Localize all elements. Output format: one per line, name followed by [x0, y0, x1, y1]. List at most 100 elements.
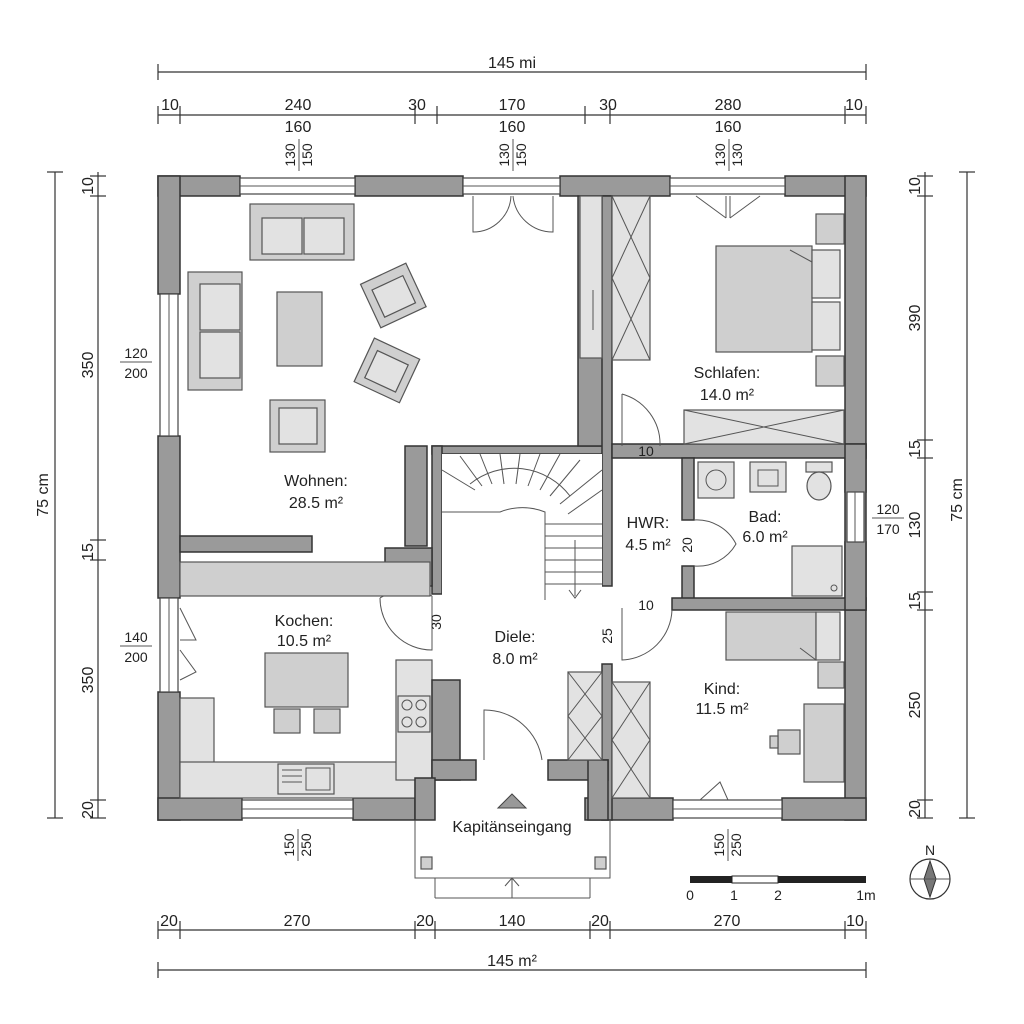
- right-dim-2: 390: [907, 305, 924, 332]
- coffee-table: [276, 291, 323, 367]
- room-kind-name: Kind:: [704, 681, 740, 698]
- right-window-label: 120 170: [872, 501, 904, 537]
- scale-label-3: 1m: [856, 887, 875, 903]
- scale-label-0: 0: [686, 887, 694, 903]
- dresser: [683, 409, 845, 445]
- bed-double: [715, 245, 841, 353]
- svg-text:150: 150: [711, 833, 727, 857]
- dining-table: [264, 652, 349, 708]
- left-dim-4: 350: [80, 667, 97, 694]
- north-arrow-icon: N: [909, 842, 951, 900]
- bathroom-furniture: [697, 461, 843, 597]
- wardrobe-bedroom: [611, 195, 651, 361]
- entrance-triangle-icon: [496, 793, 528, 809]
- room-kochen-name: Kochen:: [275, 613, 334, 630]
- svg-text:130: 130: [496, 143, 512, 167]
- nightstand-1: [815, 213, 845, 245]
- svg-text:130: 130: [712, 143, 728, 167]
- top-window-label-1: 130 150: [282, 139, 315, 171]
- door-label-hwr-top: 10: [638, 443, 654, 459]
- room-schlafen-area: 14.0 m²: [700, 387, 755, 404]
- nightstand-2: [815, 355, 845, 387]
- top-dim-5: 30: [599, 97, 617, 114]
- armchair-1: [359, 262, 427, 329]
- right-dim-4: 130: [907, 512, 924, 539]
- room-diele-area: 8.0 m²: [492, 651, 538, 668]
- room-hwr-name: HWR:: [627, 515, 670, 532]
- room-wohnen-name: Wohnen:: [284, 473, 348, 490]
- top-sub-dim-3: 160: [715, 119, 742, 136]
- svg-text:170: 170: [876, 521, 900, 537]
- top-dim-2: 240: [285, 97, 312, 114]
- sofa-left: [187, 271, 243, 391]
- bottom-dim-1: 20: [160, 913, 178, 930]
- kids-nightstand: [817, 661, 845, 689]
- bed-single: [725, 611, 841, 661]
- stove: [397, 695, 431, 733]
- bottom-dim-3: 20: [416, 913, 434, 930]
- door-label-hwr-bottom: 10: [638, 597, 654, 613]
- right-dim-6: 250: [907, 692, 924, 719]
- sink: [277, 763, 335, 795]
- bottom-dimensions: 150 250 150 250 20 270 20 140 20 270 10 …: [157, 829, 867, 978]
- armchair-3: [269, 399, 326, 453]
- left-dim-5: 20: [80, 801, 97, 819]
- left-dim-2: 350: [80, 352, 97, 379]
- top-dim-3: 30: [408, 97, 426, 114]
- desk: [803, 703, 845, 783]
- right-dim-1: 10: [907, 177, 924, 195]
- bottom-dim-2: 270: [284, 913, 311, 930]
- svg-text:250: 250: [728, 833, 744, 857]
- bottom-total-dimension: 145 m²: [487, 953, 537, 970]
- sideboard: [179, 561, 431, 597]
- right-dim-7: 20: [907, 800, 924, 818]
- washing-machine: [697, 461, 735, 499]
- door-label-bad: 20: [679, 537, 695, 553]
- armchair-2: [353, 337, 421, 404]
- exterior-walls: [157, 175, 867, 821]
- toilet: [805, 461, 833, 501]
- left-window-label-2: 140 200: [120, 629, 152, 665]
- right-dim-3: 15: [907, 440, 924, 458]
- room-labels: Wohnen: 28.5 m² Kochen: 10.5 m² Diele: 8…: [275, 365, 789, 718]
- wardrobe-kids-1: [567, 671, 603, 761]
- room-hwr-area: 4.5 m²: [625, 537, 671, 554]
- room-diele-name: Diele:: [495, 629, 536, 646]
- kitchen-furniture: [264, 652, 431, 795]
- room-bad-area: 6.0 m²: [742, 529, 788, 546]
- scale-label-1: 1: [730, 887, 738, 903]
- washbasin: [749, 461, 787, 493]
- desk-chair: [769, 729, 801, 755]
- shower: [791, 545, 843, 597]
- bottom-dim-6: 270: [714, 913, 741, 930]
- svg-text:140: 140: [124, 629, 148, 645]
- door-label-kochen: 30: [428, 614, 444, 630]
- right-total-dimension: 75 cm: [949, 478, 966, 522]
- dining-chair-1: [273, 708, 301, 734]
- room-kind-area: 11.5 m²: [695, 701, 749, 718]
- scale-bar: 0 1 2 1m: [686, 875, 876, 903]
- north-label: N: [925, 842, 935, 858]
- top-dim-1: 10: [161, 97, 179, 114]
- dining-chair-2: [313, 708, 341, 734]
- scale-label-2: 2: [774, 887, 782, 903]
- door-labels: 10 10 20 30 25: [428, 443, 695, 644]
- entrance-label: Kapitänseingang: [452, 819, 571, 836]
- kids-room-furniture: [567, 611, 845, 799]
- svg-text:120: 120: [876, 501, 900, 517]
- svg-text:120: 120: [124, 345, 148, 361]
- door-label-diele: 25: [599, 628, 615, 644]
- right-dimensions: 75 cm 10 390 15 130 15 250 20 120 170: [872, 171, 975, 819]
- staircase: [441, 453, 603, 600]
- top-sub-dim-1: 160: [285, 119, 312, 136]
- top-total-dimension: 145 mi: [488, 55, 536, 72]
- living-room-furniture: [179, 195, 603, 597]
- svg-text:150: 150: [299, 143, 315, 167]
- top-window-label-3: 130 130: [712, 139, 745, 171]
- left-dim-3: 15: [80, 543, 97, 561]
- svg-text:150: 150: [281, 833, 297, 857]
- bottom-dim-7: 10: [846, 913, 864, 930]
- left-window-label-1: 120 200: [120, 345, 152, 381]
- left-total-dimension: 75 cm: [35, 473, 52, 517]
